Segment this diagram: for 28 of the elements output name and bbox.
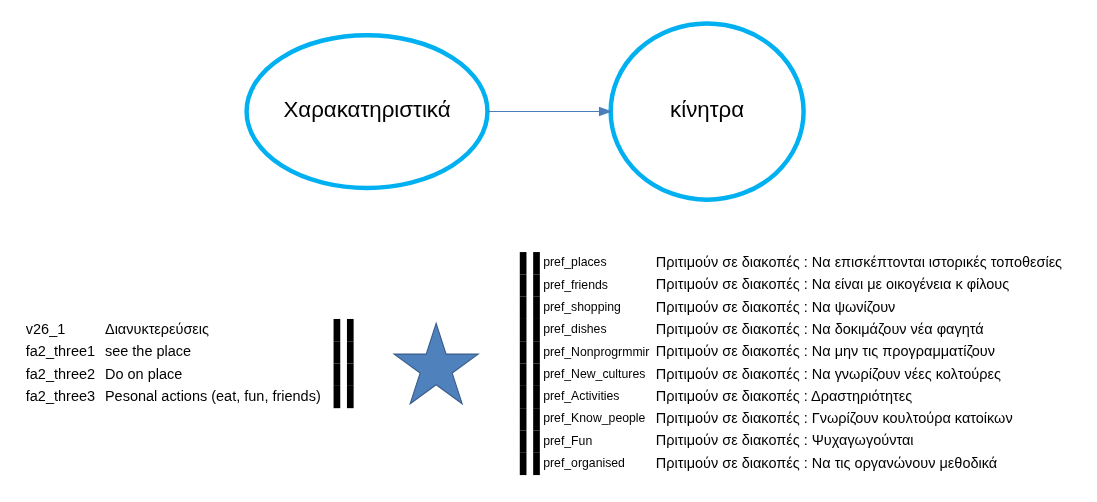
label: Διανυκτερεύσεις	[104, 320, 210, 337]
label: pref_dishes	[543, 321, 607, 336]
label: pref_Activities	[543, 388, 620, 403]
label: Pesonal actions (eat, fun, friends)	[104, 387, 321, 404]
label: Do on place	[104, 365, 183, 382]
label: fa2_three1	[25, 342, 96, 359]
label: Πριτιμούν σε διακοπές : Να γνωρίζουν νέες κολτούρες	[655, 365, 1001, 382]
label: pref_organised	[543, 455, 625, 470]
label: Πριτιμούν σε διακοπές : Να επισκέπτονται ιστορικές τοποθεσίες	[655, 253, 1063, 270]
label: Πριτιμούν σε διακοπές : Ψυχαγωγούνται	[655, 431, 914, 448]
label: Πριτιμούν σε διακοπές : Να μην τις προγραμματίζουν	[655, 342, 996, 359]
label: pref_shopping	[543, 299, 621, 314]
label: Πριτιμούν σε διακοπές : Γνωρίζουν κουλτούρα κατοίκων	[655, 409, 1013, 426]
label: pref_Know_people	[543, 410, 646, 425]
label: fa2_three2	[25, 365, 96, 382]
label: Πριτιμούν σε διακοπές : Να δοκιμάζουν νέα φαγητά	[655, 320, 984, 337]
label: Πριτιμούν σε διακοπές : Δραστηριότητες	[655, 387, 913, 404]
label: Πριτιμούν σε διακοπές : Να ψωνίζουν	[655, 298, 896, 315]
label: Πριτιμούν σε διακοπές : Να τις οργανώνουν μεθοδικά	[655, 454, 998, 471]
label: pref_Nonprogrmmir	[543, 344, 650, 359]
label: pref_Fun	[543, 433, 593, 448]
label: fa2_three3	[25, 387, 96, 404]
label: pref_New_cultures	[543, 366, 646, 381]
label: Πριτιμούν σε διακοπές : Να είναι με οικογένεια κ φίλους	[655, 275, 1010, 292]
label: pref_friends	[543, 277, 608, 292]
label: see the place	[104, 342, 192, 359]
label: pref_places	[543, 254, 607, 269]
label: v26_1	[25, 320, 66, 337]
